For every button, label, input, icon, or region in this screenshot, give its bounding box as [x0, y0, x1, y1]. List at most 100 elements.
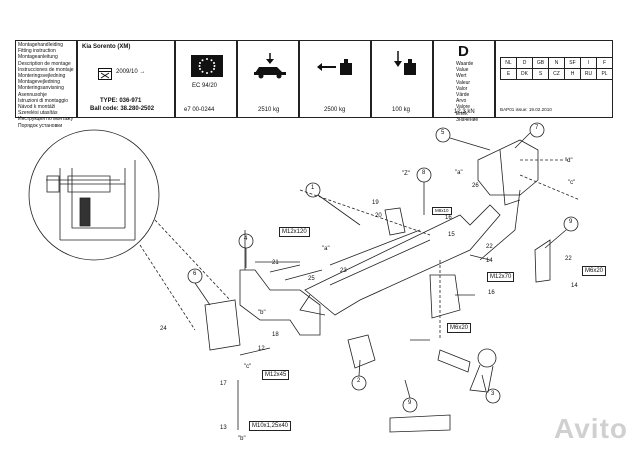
item-13-label: 13: [220, 425, 227, 431]
item-12-label: 12: [258, 346, 265, 352]
country-code: RU: [580, 68, 597, 80]
item-22b-label: 22: [565, 256, 572, 262]
bolt-m6x20-center: M6x20: [447, 323, 472, 333]
instruction-language-item: Montagehandleiding: [18, 42, 64, 48]
item-15-label: 15: [448, 232, 455, 238]
country-code: F: [596, 57, 613, 69]
country-code: H: [564, 68, 581, 80]
item-24-label: 24: [160, 326, 167, 332]
part-8-label: 8: [422, 170, 426, 176]
instruction-language-item: Инструкция по монтажу: [18, 116, 74, 123]
vertical-load-icon: [388, 51, 418, 84]
instruction-language-item: Monteringsanvisning: [18, 85, 64, 92]
ec-directive: EC 94/20: [192, 83, 218, 89]
instruction-language-item: Monteringsvejledning: [18, 73, 66, 80]
ref-a-right: "a": [455, 170, 463, 176]
d-value-word: Arvo: [456, 98, 467, 105]
e-mark-number: e7 00-0244: [184, 107, 215, 113]
part-9-label-top: 9: [569, 219, 573, 225]
item-14-label: 14: [486, 258, 493, 264]
item-25-label: 25: [308, 276, 315, 282]
part-6-label: 6: [193, 271, 197, 277]
ref-b-mid: "b": [258, 310, 266, 316]
country-code: SF: [564, 57, 581, 69]
country-code: D: [516, 57, 533, 69]
d-value-word: Valeur: [456, 79, 471, 86]
item-16-label: 16: [445, 215, 452, 221]
ref-b-bottom: "b": [238, 436, 246, 442]
issue-date: BAP01 issue: 19.02.2010: [500, 107, 552, 112]
ref-a-left: "a": [322, 246, 330, 252]
ec-approval-cell: EC 94/20 e7 00-0244: [175, 40, 237, 118]
part-5-label: 5: [441, 130, 445, 136]
trailer-weight-cell: 2500 kg: [299, 40, 371, 118]
bolt-m12x120: M12x120: [279, 227, 310, 237]
ref-z: "Z": [402, 171, 410, 177]
part-7-label: 7: [535, 125, 539, 131]
country-code: S: [532, 68, 549, 80]
ref-d: "d": [565, 158, 573, 164]
ref-c-left: "c": [244, 364, 252, 370]
country-code: GB: [532, 57, 549, 69]
calendar-icon: [98, 67, 112, 85]
d-value-word: Waarde: [456, 61, 474, 67]
country-code-cell: BAP01 issue: 19.02.2010: [495, 40, 613, 118]
d-value-word: Значение: [456, 116, 479, 123]
vehicle-cell: Kia Sorento (XM) 2009/10 → TYPE: 036-971…: [77, 40, 175, 118]
ball-code: Ball code: 38.280-2502: [90, 106, 155, 112]
item-20-label: 20: [375, 213, 382, 219]
country-code: E: [500, 68, 517, 80]
instruction-language-item: Порядок установки: [18, 122, 63, 129]
bolt-m8x10: M8x10: [432, 207, 452, 215]
d-value-word: Value: [456, 67, 469, 74]
part-4-label: 4: [244, 236, 248, 242]
d-value-word: Érték: [456, 110, 468, 117]
part-2-label: 2: [357, 378, 361, 384]
max-vehicle-weight: 2510 kg: [258, 107, 280, 113]
bolt-m12x45: M12x45: [262, 370, 290, 380]
d-value-kn: 12,3 kN: [454, 109, 475, 115]
bolt-m6x20-right: M6x20: [582, 266, 607, 276]
item-11-label: 16: [488, 290, 495, 296]
ref-c-right: "c": [568, 180, 576, 186]
item-19-label: 19: [372, 200, 379, 206]
vertical-load-cell: 100 kg: [371, 40, 433, 118]
vehicle-name: Kia Sorento (XM): [82, 44, 131, 50]
max-vertical-load: 100 kg: [392, 107, 411, 113]
car-weight-icon: [252, 53, 288, 84]
country-code: CZ: [548, 68, 565, 80]
item-23-label: 23: [340, 268, 347, 274]
country-code: N: [548, 57, 565, 69]
type-label: TYPE: 036-971: [100, 98, 142, 104]
country-code: DK: [516, 68, 533, 80]
part-9-label-bottom: 9: [408, 400, 412, 406]
part-1-label: 1: [311, 185, 315, 191]
avito-watermark: Avito: [554, 413, 628, 444]
instruction-language-item: Asennusohje: [18, 91, 47, 98]
bolt-m10x125x40: M10x1,25x40: [249, 421, 292, 431]
instruction-language-item: Istruzioni di montaggio: [18, 97, 69, 104]
vehicle-weight-cell: 2510 kg: [237, 40, 299, 118]
instruction-language-item: Fitting instruction: [18, 48, 56, 55]
item-21-label: 21: [272, 260, 279, 266]
instruction-language-item: Description de montage: [18, 60, 71, 67]
d-value-word: Valore: [456, 104, 471, 111]
d-value-word: Wert: [456, 73, 467, 80]
item-18-label: 18: [272, 332, 279, 338]
bolt-m12x70: M12x70: [487, 272, 515, 282]
instruction-language-item: Montagevejledning: [18, 79, 60, 86]
item-22-label: 22: [486, 244, 493, 250]
instruction-language-item: Szerelési utasítás: [18, 110, 58, 117]
max-trailer-weight: 2500 kg: [324, 107, 346, 113]
country-code: PL: [596, 68, 613, 80]
item-26-label: 26: [472, 183, 479, 189]
part-3-label: 3: [491, 391, 495, 397]
d-value-word: Valor: [456, 85, 468, 92]
model-year: 2009/10 →: [116, 69, 146, 75]
